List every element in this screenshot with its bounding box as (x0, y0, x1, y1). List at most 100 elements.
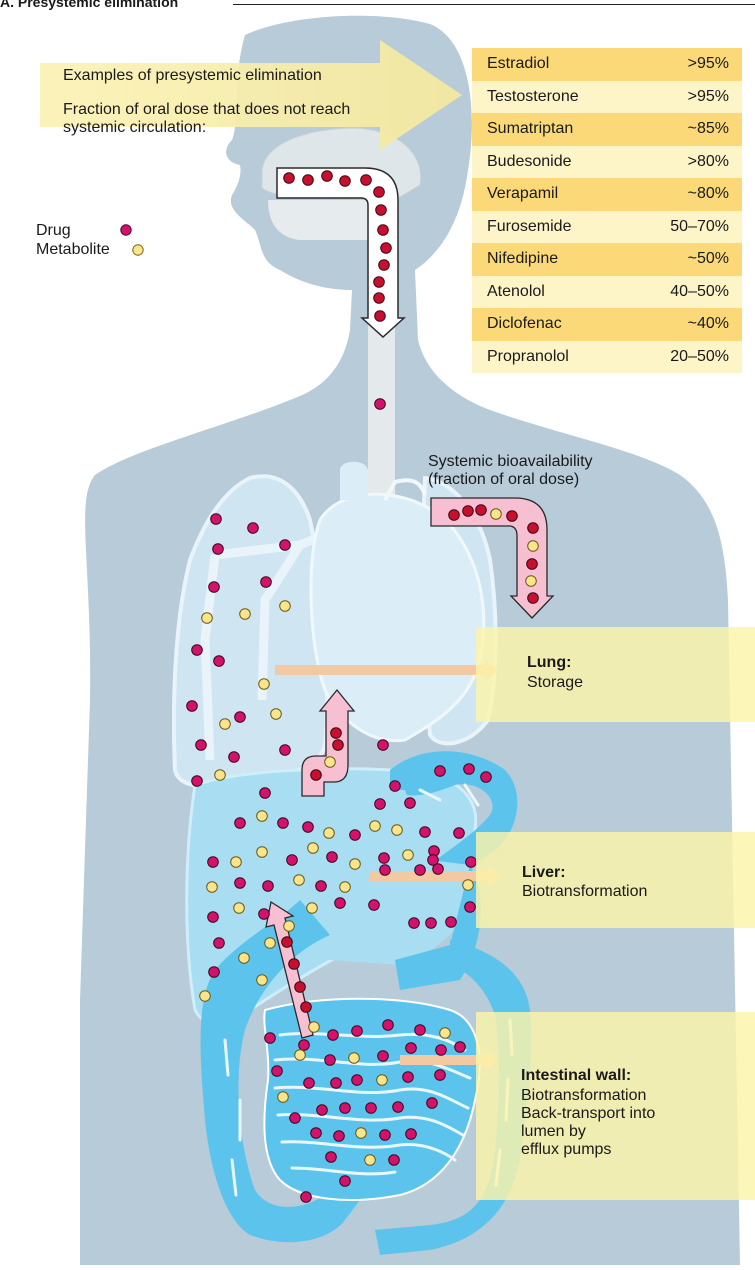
liver-title: Liver: (522, 864, 566, 882)
legend-drug-label: Drug (36, 222, 71, 240)
drug-dot (260, 788, 271, 799)
drug-dot (366, 1103, 377, 1114)
drug-dot (208, 912, 219, 923)
drug-dot (403, 1072, 414, 1083)
drug-name: Sumatriptan (487, 120, 573, 138)
metabolite-dot (294, 875, 305, 886)
intestine-body: Biotransformation Back-transport into lu… (521, 1087, 655, 1159)
drug-dot (295, 982, 306, 993)
drug-dot (379, 853, 390, 864)
drug-dot (331, 1078, 342, 1089)
drug-dot (334, 1131, 345, 1142)
drug-dot (192, 645, 203, 656)
drug-dot (381, 243, 392, 254)
metabolite-dot (257, 811, 268, 822)
metabolite-dot (377, 1075, 388, 1086)
metabolite-dot (231, 857, 242, 868)
drug-dot (303, 175, 314, 186)
drug-dot (374, 187, 385, 198)
drug-row: Budesonide >80% (472, 146, 742, 179)
metabolite-dot (259, 679, 270, 690)
metabolite-dot (440, 1028, 451, 1039)
drug-row: Verapamil~80% (472, 178, 742, 211)
drug-dot (415, 1025, 426, 1036)
drug-dot (507, 511, 518, 522)
drug-dot (374, 293, 385, 304)
drug-dot (436, 1045, 447, 1056)
drug-dot (455, 1042, 466, 1053)
drug-dot (311, 1128, 322, 1139)
lung-title: Lung: (527, 654, 571, 672)
drug-dot (192, 776, 203, 787)
metabolite-dot (295, 1050, 306, 1061)
metabolite-dot (284, 921, 295, 932)
drug-name: Budesonide (487, 153, 572, 171)
drug-dot (317, 1105, 328, 1116)
metabolite-dot (349, 1053, 360, 1064)
drug-name: Testosterone (487, 88, 579, 106)
drug-fraction: >80% (688, 153, 729, 171)
metabolite-dot (307, 903, 318, 914)
metabolite-dot (271, 709, 282, 720)
drug-fraction: 50–70% (670, 218, 729, 236)
drug-dot (409, 918, 420, 929)
drug-dot (272, 1066, 283, 1077)
drug-row: Atenolol40–50% (472, 276, 742, 309)
drug-dot (446, 917, 457, 928)
drug-dot (211, 514, 222, 525)
drug-table: Estradiol>95%Testosterone>95%Sumatriptan… (472, 48, 742, 373)
metabolite-dot (491, 509, 502, 520)
drug-dot (327, 852, 338, 863)
drug-dot (289, 959, 300, 970)
drug-name: Diclofenac (487, 315, 562, 333)
drug-dot (282, 937, 293, 948)
metabolite-dot (239, 953, 250, 964)
lung-body: Storage (527, 674, 583, 692)
examples-description: Fraction of oral dose that does not reac… (63, 101, 403, 137)
metabolite-dot (463, 880, 474, 891)
drug-dot (378, 1051, 389, 1062)
drug-dot (376, 205, 387, 216)
drug-dot (528, 523, 539, 534)
drug-dot (415, 865, 426, 876)
drug-dot (316, 881, 327, 892)
drug-dot (333, 740, 344, 751)
drug-dot (380, 1130, 391, 1141)
drug-dot (303, 822, 314, 833)
drug-name: Furosemide (487, 218, 571, 236)
drug-dot (380, 865, 391, 876)
drug-dot (208, 857, 219, 868)
drug-dot (229, 752, 240, 763)
drug-dot (435, 766, 446, 777)
drug-dot (481, 772, 492, 783)
liver-body: Biotransformation (522, 883, 647, 901)
drug-dot (261, 577, 272, 588)
drug-dot (280, 540, 291, 551)
drug-dot (378, 740, 389, 751)
metabolite-dot (392, 825, 403, 836)
drug-name: Verapamil (487, 185, 558, 203)
drug-dot (390, 781, 401, 792)
drug-dot (284, 173, 295, 184)
drug-dot (369, 900, 380, 911)
drug-dot (375, 799, 386, 810)
drug-dot (278, 818, 289, 829)
drug-row: Nifedipine~50% (472, 243, 742, 276)
drug-dot (340, 1176, 351, 1187)
drug-dot (426, 918, 437, 929)
drug-dot (433, 864, 444, 875)
metabolite-dot (356, 1128, 367, 1139)
drug-dot (350, 830, 361, 841)
metabolite-dot (308, 843, 319, 854)
drug-row: Diclofenac ~40% (472, 308, 742, 341)
drug-fraction: ~40% (688, 315, 729, 333)
drug-dot (465, 902, 476, 913)
metabolite-dot (200, 991, 211, 1002)
drug-dot (340, 1103, 351, 1114)
drug-dot (352, 1075, 363, 1086)
examples-heading: Examples of presystemic elimination (63, 67, 322, 85)
drug-dot (187, 701, 198, 712)
title-rule (233, 4, 755, 5)
drug-dot (280, 745, 291, 756)
